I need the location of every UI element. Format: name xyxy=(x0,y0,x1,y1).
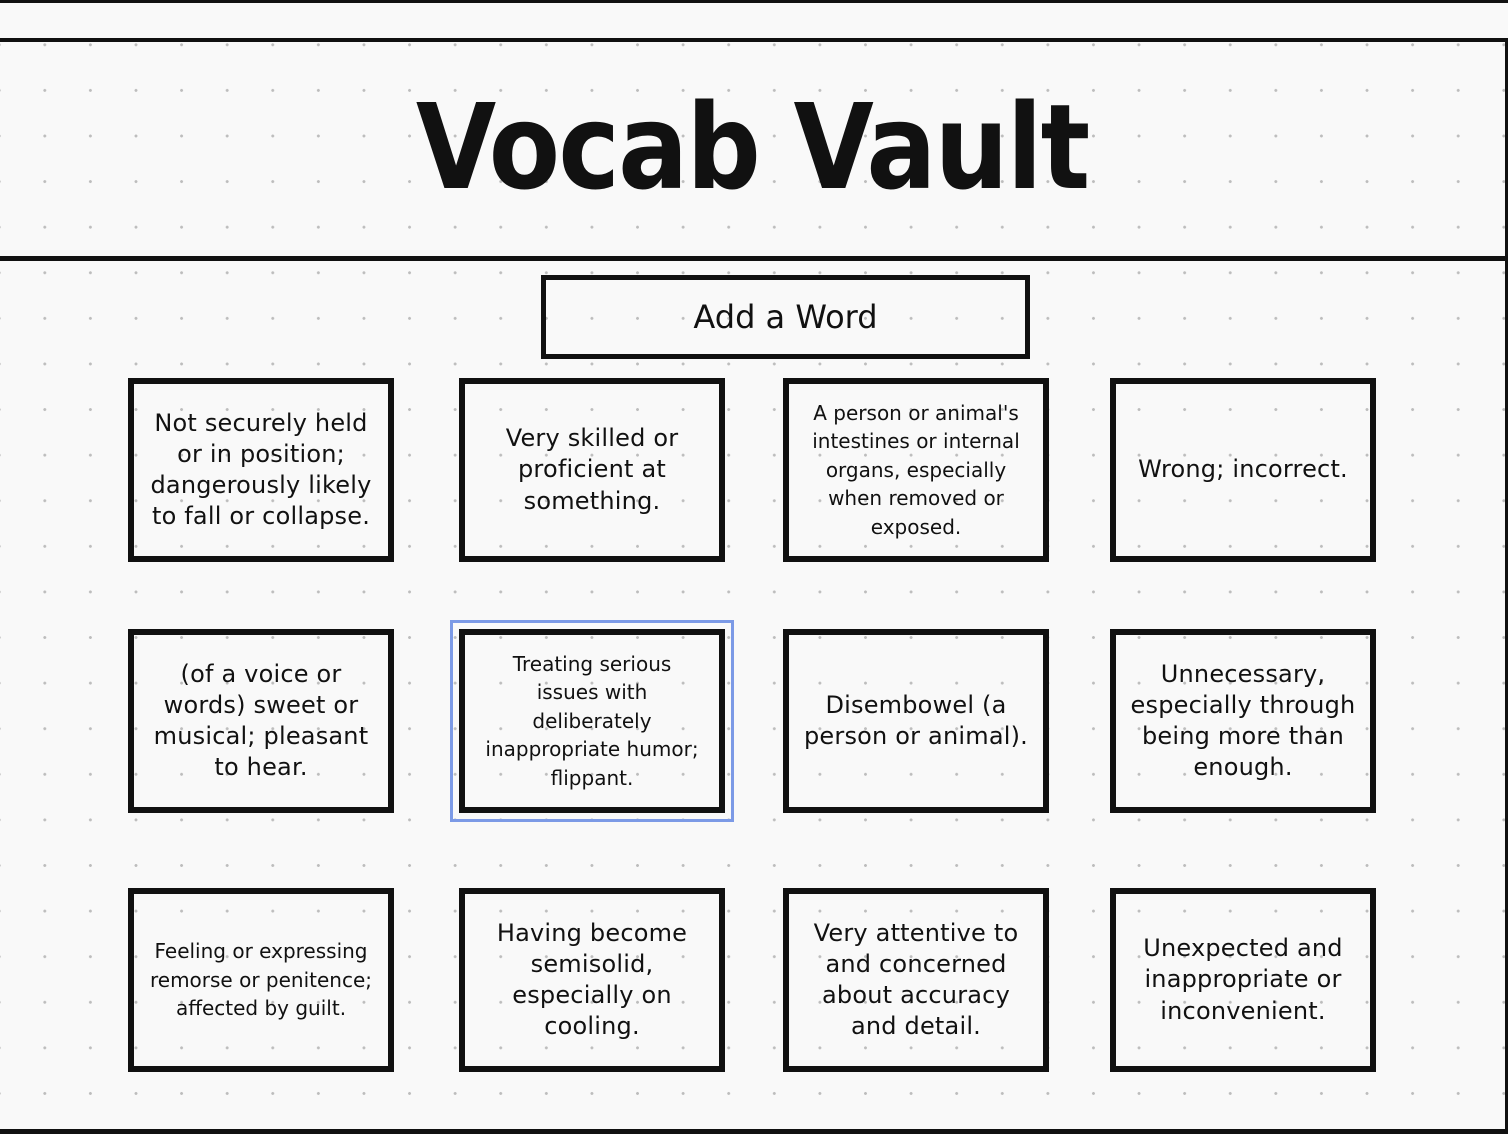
flashcard[interactable]: Disembowel (a person or animal). xyxy=(783,629,1049,813)
flashcard[interactable]: Very skilled or proficient at something. xyxy=(459,378,725,562)
flashcard[interactable]: Not securely held or in position; danger… xyxy=(128,378,394,562)
flashcard-definition: Very attentive to and concerned about ac… xyxy=(813,918,1019,1041)
page-title: Vocab Vault xyxy=(416,78,1090,216)
add-word-button[interactable]: Add a Word xyxy=(541,275,1030,359)
flashcard-definition: (of a voice or words) sweet or musical; … xyxy=(153,659,369,782)
flashcard[interactable]: Very attentive to and concerned about ac… xyxy=(783,888,1049,1072)
flashcard-definition: Wrong; incorrect. xyxy=(1138,455,1348,484)
flashcard-definition: Treating serious issues with deliberatel… xyxy=(485,652,699,790)
flashcard[interactable]: A person or animal's intestines or inter… xyxy=(783,378,1049,562)
flashcard-definition: Unnecessary, especially through being mo… xyxy=(1130,659,1356,782)
flashcard-definition: A person or animal's intestines or inter… xyxy=(812,401,1020,539)
flashcard-definition: Unexpected and inappropriate or inconven… xyxy=(1143,934,1343,1025)
flashcard[interactable]: Having become semisolid, especially on c… xyxy=(459,888,725,1072)
flashcard-selected[interactable]: Treating serious issues with deliberatel… xyxy=(450,620,734,822)
header: Vocab Vault xyxy=(0,38,1508,261)
flashcard-definition: Having become semisolid, especially on c… xyxy=(496,918,688,1041)
flashcard[interactable]: (of a voice or words) sweet or musical; … xyxy=(128,629,394,813)
flashcard[interactable]: Unnecessary, especially through being mo… xyxy=(1110,629,1376,813)
flashcard-definition: Feeling or expressing remorse or peniten… xyxy=(149,939,373,1021)
flashcard[interactable]: Wrong; incorrect. xyxy=(1110,378,1376,562)
flashcard-board xyxy=(0,261,1508,1134)
flashcard-definition: Disembowel (a person or animal). xyxy=(803,690,1028,750)
flashcard-definition: Not securely held or in position; danger… xyxy=(150,408,372,531)
flashcard[interactable]: Unexpected and inappropriate or inconven… xyxy=(1110,888,1376,1072)
flashcard[interactable]: Feeling or expressing remorse or peniten… xyxy=(128,888,394,1072)
flashcard-definition: Very skilled or proficient at something. xyxy=(505,424,679,515)
top-strip xyxy=(0,0,1508,38)
